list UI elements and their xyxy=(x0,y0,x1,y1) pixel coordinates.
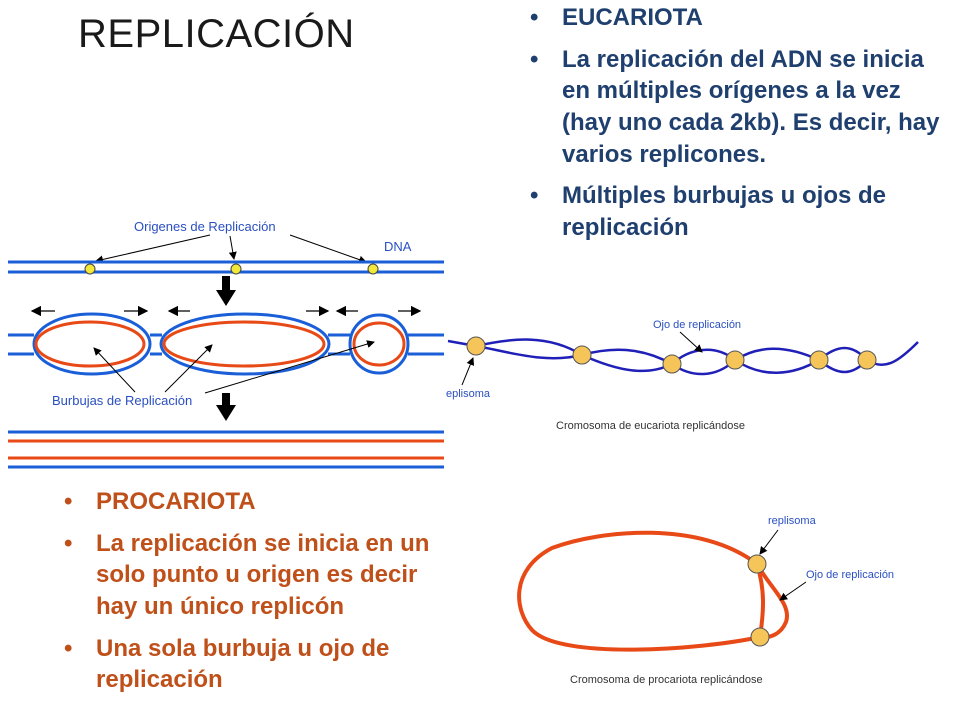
prokaryote-bullet-list: •PROCARIOTA •La replicación se inicia en… xyxy=(62,486,462,706)
origin-dot-icon xyxy=(84,263,96,275)
replisome-dot-icon xyxy=(750,627,770,647)
bullet-item: •Múltiples burbujas u ojos de replicació… xyxy=(530,182,887,242)
bullet-dot-icon: • xyxy=(64,634,73,662)
prokaryote-chromosome-diagram: replisoma Ojo de replicación Cromosoma d… xyxy=(517,515,894,686)
eye-label: Ojo de replicación xyxy=(806,569,894,581)
bullet-item: •La replicación del ADN se inicia en múl… xyxy=(530,45,940,168)
eukaryote-caption: Cromosoma de eucariota replicándose xyxy=(556,420,745,432)
origin-dot-icon xyxy=(230,263,242,275)
replisome-dot-icon xyxy=(809,350,829,370)
replisome-dot-icon xyxy=(725,350,745,370)
bullet-dot-icon: • xyxy=(64,488,73,515)
origin-dot-icon xyxy=(367,263,379,275)
bullet-item: •EUCARIOTA xyxy=(528,2,948,34)
replisome-dot-icon xyxy=(572,345,592,365)
bullet-dot-icon: • xyxy=(530,182,539,210)
eye-label: Ojo de replicación xyxy=(653,319,741,331)
replisome-label: eplisoma xyxy=(446,388,491,400)
bullet-dot-icon: • xyxy=(64,529,73,557)
dna-label: DNA xyxy=(384,239,412,254)
bullet-item: •PROCARIOTA xyxy=(62,486,462,518)
origins-label: Origenes de Replicación xyxy=(134,219,276,234)
page-title: REPLICACIÓN xyxy=(78,12,355,56)
replisome-dot-icon xyxy=(747,554,767,574)
replicated-dna-strands xyxy=(8,430,444,469)
replisome-dot-icon xyxy=(857,350,877,370)
left-replication-diagram: Origenes de Replicación DNA xyxy=(8,219,444,469)
bubbles-label: Burbujas de Replicación xyxy=(52,393,192,408)
eukaryote-bullet-list: •EUCARIOTA •La replicación del ADN se in… xyxy=(528,2,948,254)
dna-double-strand xyxy=(8,260,444,274)
bullet-dot-icon: • xyxy=(530,4,539,31)
bullet-item: •Una sola burbuja u ojo de replicación xyxy=(64,634,390,694)
replisome-label: replisoma xyxy=(768,515,817,527)
bullet-item: •La replicación se inicia en un solo pun… xyxy=(64,529,430,621)
down-arrow-icon xyxy=(216,276,236,306)
down-arrow-icon xyxy=(216,393,236,421)
bullet-dot-icon: • xyxy=(530,45,539,73)
eukaryote-chromosome-diagram: Ojo de replicación eplisoma Cromosoma de… xyxy=(446,319,919,432)
replication-bubbles xyxy=(8,312,444,376)
replisome-dot-icon xyxy=(466,336,486,356)
prokaryote-caption: Cromosoma de procariota replicándose xyxy=(570,674,763,686)
replisome-dot-icon xyxy=(662,354,682,374)
